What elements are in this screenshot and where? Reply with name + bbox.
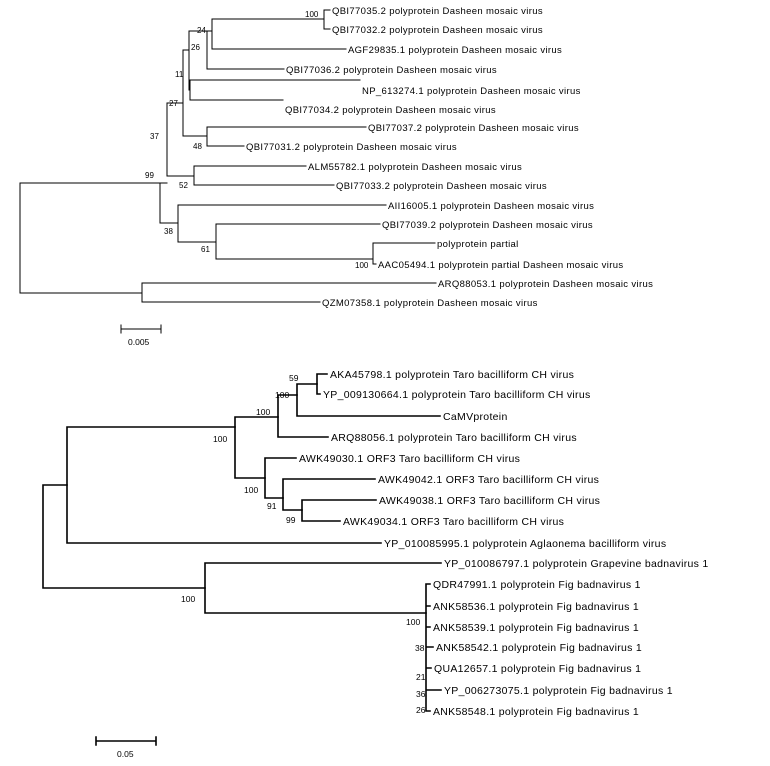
leaf-label: CaMVprotein [443,411,508,423]
leaf-label: AWK49042.1 ORF3 Taro bacilliform CH viru… [378,474,599,486]
bootstrap-value: 38 [415,643,425,653]
tree2-leaf-labels: AKA45798.1 polyprotein Taro bacilliform … [299,369,709,718]
leaf-label: AAC05494.1 polyprotein partial Dasheen m… [378,260,623,271]
bootstrap-value: 91 [267,501,277,511]
leaf-label: QBI77039.2 polyprotein Dasheen mosaic vi… [382,220,593,231]
leaf-label: QBI77034.2 polyprotein Dasheen mosaic vi… [285,105,496,116]
leaf-label: QZM07358.1 polyprotein Dasheen mosaic vi… [322,298,538,309]
leaf-label: ANK58536.1 polyprotein Fig badnavirus 1 [433,601,639,613]
bootstrap-value: 61 [201,245,210,254]
leaf-label: ARQ88053.1 polyprotein Dasheen mosaic vi… [438,279,653,290]
leaf-label: AWK49038.1 ORF3 Taro bacilliform CH viru… [379,495,600,507]
leaf-label: YP_009130664.1 polyprotein Taro bacillif… [323,389,591,401]
tree1-leaf-labels: QBI77035.2 polyprotein Dasheen mosaic vi… [246,6,653,309]
bootstrap-value: 99 [286,515,296,525]
tree-dasheen-mosaic-virus: QBI77035.2 polyprotein Dasheen mosaic vi… [19,6,653,347]
bootstrap-value: 100 [213,434,227,444]
bootstrap-value: 48 [193,142,202,151]
leaf-label: QBI77032.2 polyprotein Dasheen mosaic vi… [332,25,543,36]
bootstrap-value: 24 [197,26,206,35]
leaf-label: QBI77036.2 polyprotein Dasheen mosaic vi… [286,65,497,76]
bootstrap-value: 36 [416,689,426,699]
leaf-label: AKA45798.1 polyprotein Taro bacilliform … [330,369,574,381]
scale-bar-label: 0.05 [117,749,134,759]
tree1-bootstrap-values: 100 24 26 11 27 48 37 52 99 38 61 100 [145,10,369,270]
leaf-label: QDR47991.1 polyprotein Fig badnavirus 1 [433,579,641,591]
leaf-label: ALM55782.1 polyprotein Dasheen mosaic vi… [308,162,522,173]
bootstrap-value: 100 [181,594,195,604]
bootstrap-value: 27 [169,99,178,108]
tree1-scale-bar: 0.005 [120,324,162,347]
tree2-branches [42,373,442,712]
leaf-label: AWK49030.1 ORF3 Taro bacilliform CH viru… [299,453,520,465]
bootstrap-value: 37 [150,132,159,141]
leaf-label: YP_006273075.1 polyprotein Fig badnaviru… [444,685,673,697]
leaf-label: AGF29835.1 polyprotein Dasheen mosaic vi… [348,45,562,56]
leaf-label: YP_010085995.1 polyprotein Aglaonema bac… [384,538,666,550]
bootstrap-value: 11 [175,70,184,79]
bootstrap-value: 52 [179,181,188,190]
bootstrap-value: 100 [406,617,420,627]
bootstrap-value: 100 [244,485,258,495]
tree1-branches [19,9,437,303]
leaf-label: QBI77031.2 polyprotein Dasheen mosaic vi… [246,142,457,153]
leaf-label: QBI77035.2 polyprotein Dasheen mosaic vi… [332,6,543,17]
leaf-label: NP_613274.1 polyprotein Dasheen mosaic v… [362,86,581,97]
scale-bar-label: 0.005 [128,337,150,347]
bootstrap-value: 21 [416,672,426,682]
tree2-scale-bar: 0.05 [95,736,157,759]
leaf-label: QBI77037.2 polyprotein Dasheen mosaic vi… [368,123,579,134]
leaf-label: AWK49034.1 ORF3 Taro bacilliform CH viru… [343,516,564,528]
tree2-bootstrap-values: 59 100 100 100 100 91 99 100 100 38 21 3… [181,373,426,715]
leaf-label: YP_010086797.1 polyprotein Grapevine bad… [444,558,709,570]
tree-badnaviruses: AKA45798.1 polyprotein Taro bacilliform … [42,369,709,759]
bootstrap-value: 100 [275,390,289,400]
leaf-label: AII16005.1 polyprotein Dasheen mosaic vi… [388,201,594,212]
bootstrap-value: 100 [256,407,270,417]
bootstrap-value: 99 [145,171,154,180]
leaf-label: ANK58539.1 polyprotein Fig badnavirus 1 [433,622,639,634]
bootstrap-value: 38 [164,227,173,236]
leaf-label: ANK58542.1 polyprotein Fig badnavirus 1 [436,642,642,654]
bootstrap-value: 100 [305,10,319,19]
leaf-label: QUA12657.1 polyprotein Fig badnavirus 1 [434,663,641,675]
leaf-label: polyprotein partial [437,239,519,250]
leaf-label: ANK58548.1 polyprotein Fig badnavirus 1 [433,706,639,718]
bootstrap-value: 100 [355,261,369,270]
bootstrap-value: 59 [289,373,299,383]
bootstrap-value: 26 [416,705,426,715]
leaf-label: QBI77033.2 polyprotein Dasheen mosaic vi… [336,181,547,192]
bootstrap-value: 26 [191,43,200,52]
leaf-label: ARQ88056.1 polyprotein Taro bacilliform … [331,432,577,444]
